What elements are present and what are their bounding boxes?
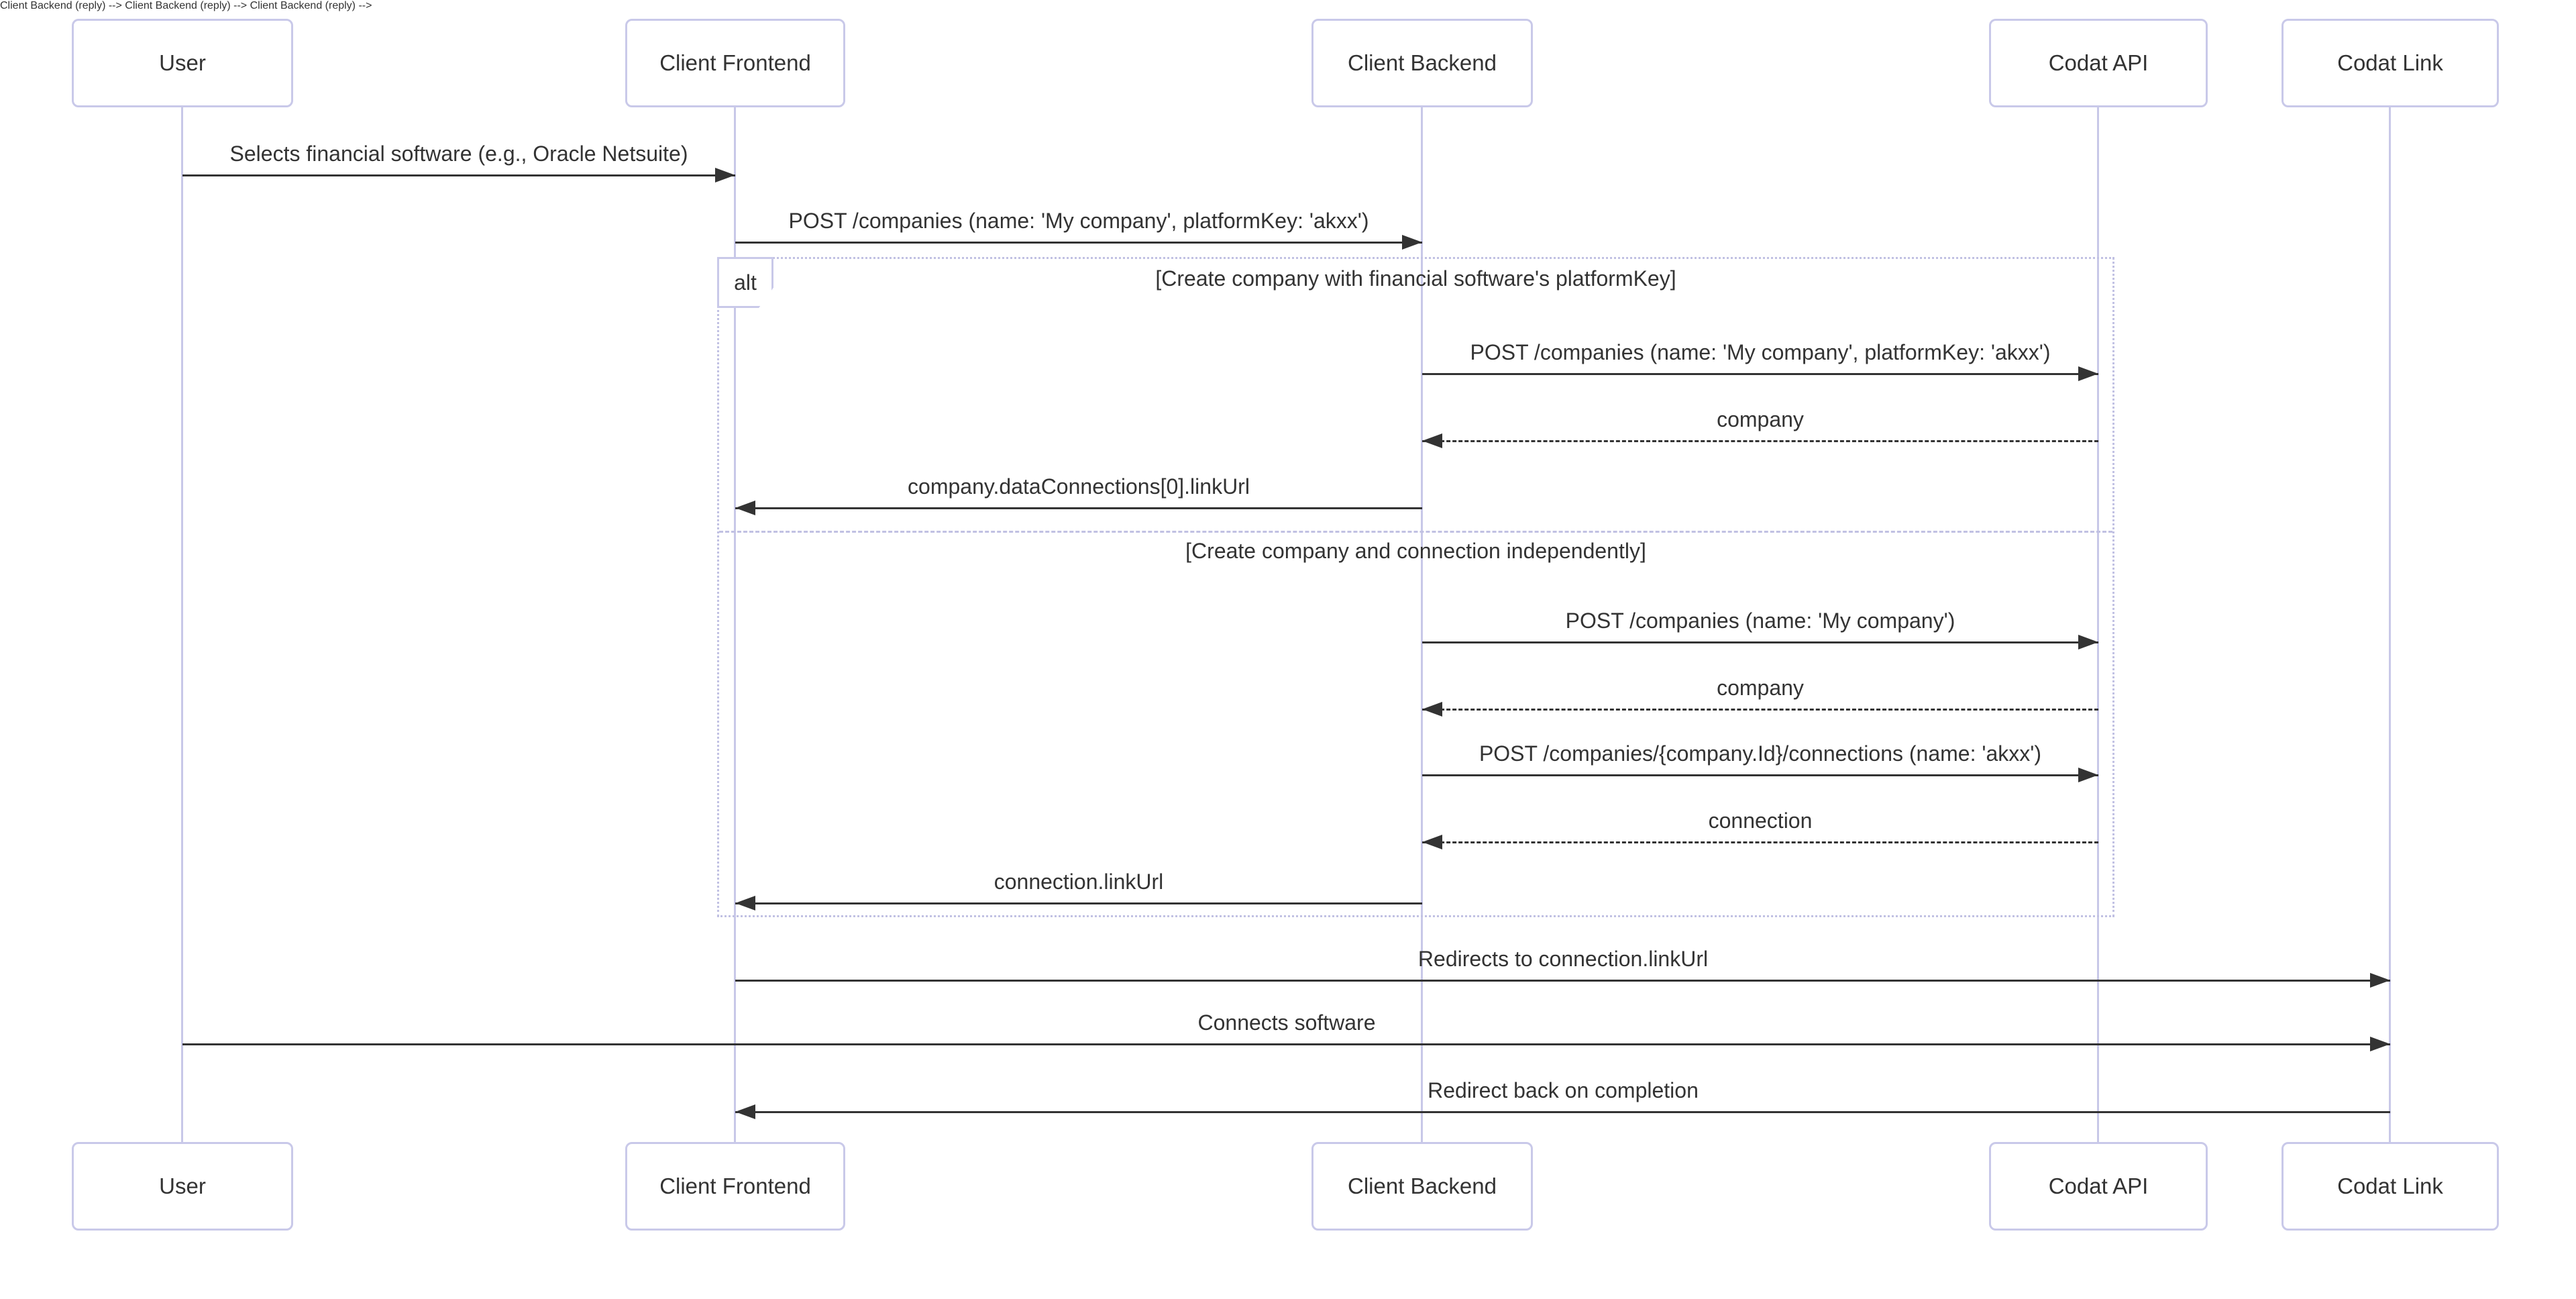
- lifeline-client-frontend: [734, 107, 736, 1144]
- message-arrow-line: [1422, 641, 2098, 643]
- arrowhead-right-icon: [715, 168, 735, 183]
- lifeline-client-backend: [1421, 107, 1423, 1144]
- message-arrow-line-dashed: [1422, 440, 2098, 442]
- actor-top-codat-api: Codat API: [1989, 19, 2208, 107]
- message-arrow-line: [1422, 774, 2098, 776]
- message-arrow-line: [182, 174, 735, 176]
- lifeline-codat-link: [2389, 107, 2391, 1144]
- message-label: company: [1717, 407, 1804, 431]
- message-arrow-line: [735, 902, 1422, 904]
- message-label: connection.linkUrl: [994, 870, 1164, 894]
- alt-label: alt: [717, 257, 773, 308]
- message-label: POST /companies (name: 'My company'): [1565, 609, 1955, 633]
- message-arrow-line: [1422, 373, 2098, 375]
- message-arrow-line-dashed: [1422, 709, 2098, 711]
- arrowhead-left-icon: [735, 1104, 755, 1119]
- arrowhead-left-icon: [1422, 702, 1442, 717]
- message-label: Redirect back on completion: [1428, 1078, 1699, 1102]
- arrowhead-left-icon: [1422, 433, 1442, 448]
- actor-bottom-client-frontend: Client Frontend: [625, 1142, 845, 1231]
- actor-bottom-codat-link: Codat Link: [2282, 1142, 2499, 1231]
- arrowhead-right-icon: [2370, 973, 2390, 988]
- message-arrow-line: [735, 1111, 2390, 1113]
- message-arrow-line: [735, 507, 1422, 509]
- message-label: Selects financial software (e.g., Oracle…: [229, 142, 688, 166]
- arrowhead-right-icon: [2370, 1037, 2390, 1051]
- message-arrow-line: [735, 242, 1422, 244]
- alt-condition-1: [Create company with financial software'…: [1155, 266, 1676, 291]
- message-label: Connects software: [1197, 1010, 1376, 1035]
- message-label: POST /companies (name: 'My company', pla…: [788, 209, 1369, 233]
- arrowhead-right-icon: [2078, 366, 2098, 381]
- actor-top-codat-link: Codat Link: [2282, 19, 2499, 107]
- message-label: POST /companies/{company.Id}/connections…: [1479, 741, 2042, 766]
- lifeline-codat-api: [2097, 107, 2099, 1144]
- alt-condition-2: [Create company and connection independe…: [1185, 539, 1646, 563]
- actor-bottom-client-backend: Client Backend: [1311, 1142, 1533, 1231]
- alt-frame: [717, 257, 2114, 917]
- message-arrow-line: [182, 1043, 2390, 1045]
- actor-top-user: User: [72, 19, 293, 107]
- message-arrow-line-dashed: [1422, 841, 2098, 843]
- arrowhead-right-icon: [2078, 635, 2098, 650]
- message-label: company.dataConnections[0].linkUrl: [908, 474, 1250, 499]
- arrowhead-left-icon: [1422, 835, 1442, 849]
- lifeline-user: [181, 107, 183, 1144]
- actor-bottom-codat-api: Codat API: [1989, 1142, 2208, 1231]
- arrowhead-right-icon: [1402, 235, 1422, 250]
- actor-top-client-frontend: Client Frontend: [625, 19, 845, 107]
- actor-bottom-user: User: [72, 1142, 293, 1231]
- arrowhead-right-icon: [2078, 768, 2098, 782]
- message-label: Redirects to connection.linkUrl: [1417, 947, 1709, 971]
- arrowhead-left-icon: [735, 501, 755, 515]
- message-arrow-line: [735, 980, 2390, 982]
- alt-else-divider: [719, 531, 2112, 533]
- message-label: company: [1717, 676, 1804, 700]
- message-label: connection: [1708, 809, 1813, 833]
- actor-top-client-backend: Client Backend: [1311, 19, 1533, 107]
- message-label: POST /companies (name: 'My company', pla…: [1470, 340, 2051, 364]
- arrowhead-left-icon: [735, 896, 755, 911]
